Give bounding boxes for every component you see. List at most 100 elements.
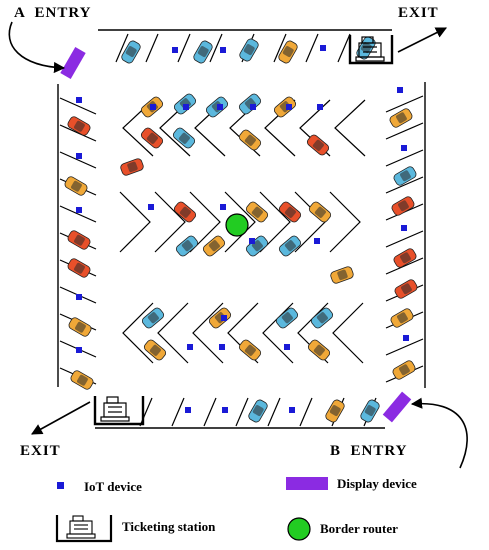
iot-device-icon xyxy=(187,344,193,350)
iot-device-icon xyxy=(403,335,409,341)
iot-device-icon xyxy=(148,204,154,210)
car-icon xyxy=(278,235,302,257)
iot-device-icon xyxy=(249,238,255,244)
display-device-b xyxy=(382,391,412,423)
car-icon xyxy=(307,339,331,361)
car-window xyxy=(244,344,256,356)
car-icon xyxy=(392,360,416,380)
car-icon xyxy=(390,308,414,328)
car-window xyxy=(282,46,294,57)
iot-device-icon xyxy=(76,207,82,213)
car-window xyxy=(400,170,411,182)
car-window xyxy=(281,312,293,324)
car-window xyxy=(337,269,348,281)
legend-router-label: Border router xyxy=(320,521,398,536)
lot-walls xyxy=(57,29,426,429)
car-icon xyxy=(245,235,269,257)
car-icon xyxy=(273,96,297,118)
car-icon xyxy=(67,116,91,136)
car-window xyxy=(146,132,158,144)
car-icon xyxy=(67,230,91,250)
chevron xyxy=(334,99,366,157)
car-window xyxy=(399,364,410,376)
iot-device-icon xyxy=(76,347,82,353)
ticketing-station-bottom xyxy=(93,396,145,426)
chevron xyxy=(332,302,364,364)
legend-router-icon xyxy=(287,517,311,541)
stall-line xyxy=(203,397,217,427)
iot-device-icon xyxy=(150,104,156,110)
stall-line xyxy=(305,33,319,63)
car-window xyxy=(397,312,408,324)
legend-ticket-icon xyxy=(55,515,113,543)
iot-device-icon xyxy=(76,153,82,159)
car-icon xyxy=(120,158,144,176)
stall-line xyxy=(385,230,424,248)
car-window xyxy=(364,405,376,416)
car-icon xyxy=(173,201,197,223)
chevron xyxy=(329,191,361,253)
chevron xyxy=(224,191,256,253)
car-window xyxy=(149,344,161,356)
entry-a-label: A ENTRY xyxy=(14,5,92,21)
chevron xyxy=(154,191,186,253)
car-icon xyxy=(67,258,91,278)
car-icon xyxy=(140,127,164,149)
chevron xyxy=(262,302,294,364)
car-window xyxy=(244,134,256,146)
car-icon xyxy=(394,279,418,299)
iot-device-icon xyxy=(76,97,82,103)
car-icon xyxy=(70,370,94,390)
entry-b-arrow xyxy=(410,397,468,469)
iot-device-icon xyxy=(76,294,82,300)
car-icon xyxy=(238,339,262,361)
car-icon xyxy=(239,38,259,62)
chevron xyxy=(189,191,221,253)
iot-device-icon xyxy=(185,407,191,413)
car-window xyxy=(252,405,264,416)
car-window xyxy=(284,206,296,218)
ticketing-station-top xyxy=(348,35,394,65)
exit-top-label: EXIT xyxy=(398,5,439,21)
car-window xyxy=(125,46,137,57)
car-icon xyxy=(172,127,196,149)
car-icon xyxy=(393,248,417,268)
car-icon xyxy=(360,399,380,423)
stall-line xyxy=(385,95,424,113)
chevron xyxy=(122,302,154,364)
iot-device-icon xyxy=(314,238,320,244)
stall-line xyxy=(385,338,424,356)
car-window xyxy=(396,112,407,124)
chevron xyxy=(259,191,291,253)
legend-display-icon xyxy=(286,477,328,490)
car-icon xyxy=(141,307,165,329)
exit-bottom-label: EXIT xyxy=(20,443,61,459)
stall-line xyxy=(337,33,351,63)
stall-line xyxy=(115,33,129,63)
car-window xyxy=(74,262,85,274)
car-window xyxy=(313,344,325,356)
legend-iot-icon xyxy=(57,482,64,489)
stall-line xyxy=(267,397,281,427)
car-icon xyxy=(238,129,262,151)
car-window xyxy=(400,252,411,264)
car-window xyxy=(179,206,191,218)
car-window xyxy=(147,312,159,324)
iot-device-icon xyxy=(172,47,178,53)
iot-device-icon xyxy=(250,104,256,110)
entry-a-arrow xyxy=(8,21,66,74)
car-window xyxy=(398,200,409,212)
car-window xyxy=(127,161,138,173)
car-icon xyxy=(325,399,345,423)
car-icon xyxy=(245,201,269,223)
stall-line xyxy=(273,33,287,63)
stall-line xyxy=(171,397,185,427)
stall-line xyxy=(385,149,424,167)
legend-ticket-label: Ticketing station xyxy=(122,519,216,534)
car-window xyxy=(197,46,209,57)
car-icon xyxy=(202,235,226,257)
border-router xyxy=(225,213,249,237)
entry-b-label: B ENTRY xyxy=(330,443,408,459)
car-icon xyxy=(64,176,88,196)
car-window xyxy=(75,321,86,333)
